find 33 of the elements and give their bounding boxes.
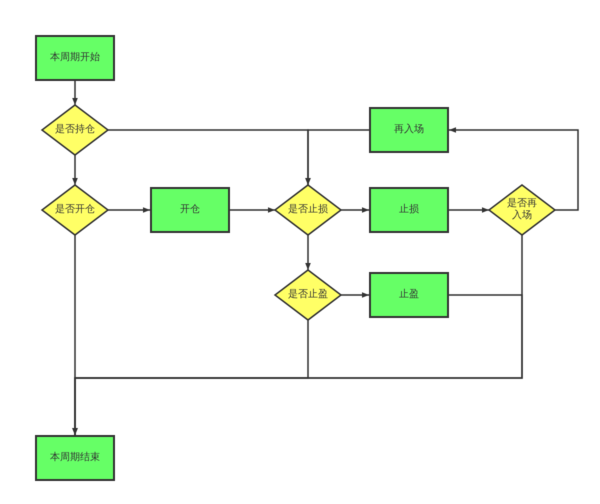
- process-box: [369, 187, 449, 233]
- arrow: [449, 127, 579, 211]
- decision-diamond: [275, 185, 341, 235]
- process-box: [35, 435, 115, 481]
- arrow: [72, 81, 78, 105]
- arrow: [341, 292, 369, 298]
- node-label: 是否再入场: [506, 198, 538, 222]
- arrow: [449, 207, 489, 213]
- node-label: 是否开仓: [55, 204, 95, 216]
- decision-diamond: [42, 185, 108, 235]
- node-label: 开仓: [180, 204, 200, 216]
- node-label: 止损: [399, 204, 419, 216]
- arrow: [341, 207, 369, 213]
- process-box: [150, 187, 230, 233]
- process-box: [35, 35, 115, 81]
- process-box: [369, 107, 449, 153]
- arrow: [230, 207, 275, 213]
- node-label: 再入场: [394, 124, 424, 136]
- decision-diamond: [489, 185, 555, 235]
- arrow: [305, 129, 369, 185]
- node-label: 止盈: [399, 289, 419, 301]
- node-label: 本周期结束: [50, 452, 100, 464]
- node-label: 是否止损: [288, 204, 328, 216]
- node-label: 是否持仓: [55, 124, 95, 136]
- arrow: [305, 235, 311, 270]
- process-box: [369, 272, 449, 318]
- arrow: [72, 235, 523, 435]
- decision-diamond: [42, 105, 108, 155]
- arrow: [72, 155, 78, 185]
- node-label: 本周期开始: [50, 52, 100, 64]
- decision-diamond: [275, 270, 341, 320]
- arrow: [108, 207, 150, 213]
- node-label: 是否止盈: [288, 289, 328, 301]
